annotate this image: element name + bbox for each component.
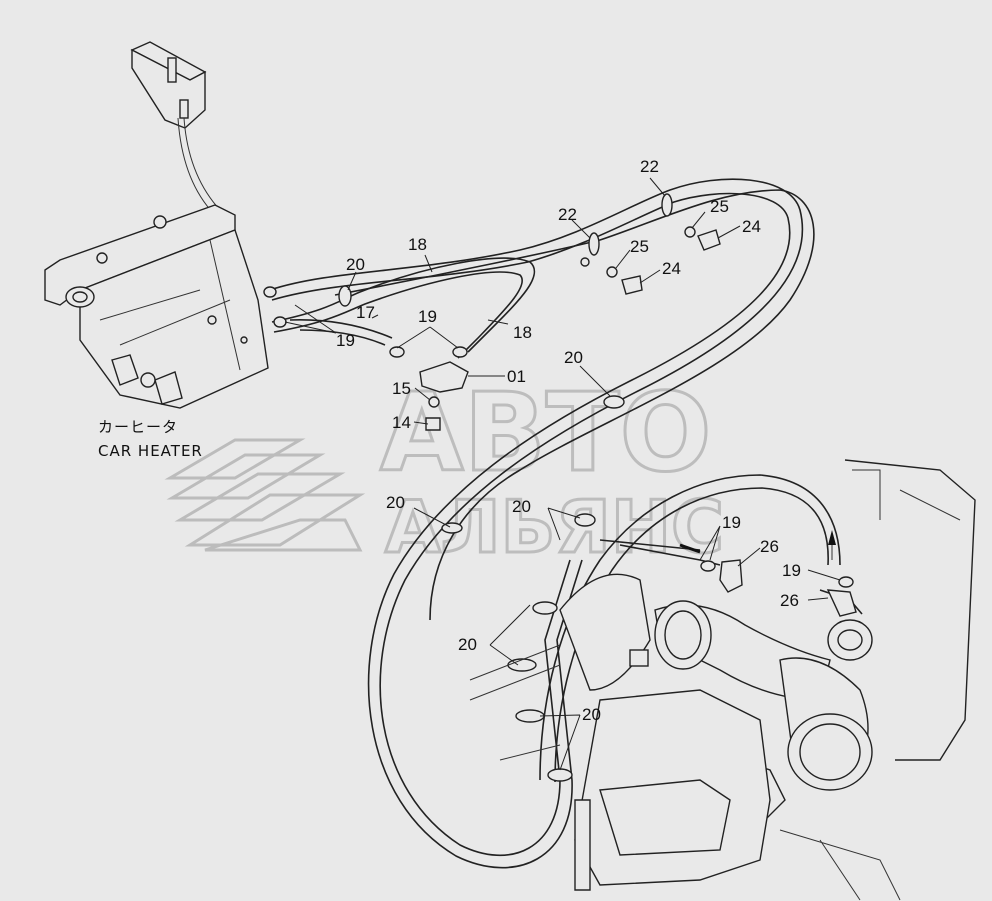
watermark-text-line1: АВТО (380, 371, 711, 496)
callout-14: 14 (392, 413, 411, 432)
callout-22-upper: 22 (640, 157, 659, 176)
callout-20-mid: 20 (564, 348, 583, 367)
callout-20-center: 20 (512, 497, 531, 516)
callout-20-bottom: 20 (582, 705, 601, 724)
callout-20-heater: 20 (346, 255, 365, 274)
callout-19-heater: 19 (336, 331, 355, 350)
callout-leaders (284, 177, 841, 771)
callout-17: 17 (356, 303, 375, 322)
callout-19-right: 19 (782, 561, 801, 580)
callout-20-left: 20 (386, 493, 405, 512)
callout-19-pair: 19 (418, 307, 437, 326)
callout-18-lower: 18 (513, 323, 532, 342)
callout-labels: 18 18 20 17 19 19 22 22 25 25 24 24 01 1… (336, 157, 801, 724)
engine-assembly (469, 459, 976, 901)
watermark-logo: АВТО АЛЬЯНС (164, 370, 725, 571)
callout-25-lower: 25 (630, 237, 649, 256)
callout-20-lower-left: 20 (458, 635, 477, 654)
callout-15: 15 (392, 379, 411, 398)
caption-japanese: カーヒータ (98, 418, 178, 436)
callout-26-upper: 26 (760, 537, 779, 556)
caption-english: CAR HEATER (98, 442, 203, 460)
callout-18-upper: 18 (408, 235, 427, 254)
callout-24-lower: 24 (662, 259, 681, 278)
car-heater-caption: カーヒータ CAR HEATER (98, 418, 203, 460)
callout-26-lower: 26 (780, 591, 799, 610)
hose-clamps (263, 193, 854, 782)
callout-24-upper: 24 (742, 217, 761, 236)
valve-and-bolts (419, 226, 857, 617)
callout-01: 01 (507, 367, 526, 386)
callout-19-engine: 19 (722, 513, 741, 532)
callout-22-lower: 22 (558, 205, 577, 224)
callout-25-upper: 25 (710, 197, 729, 216)
watermark-emblem (164, 438, 366, 552)
watermark-text-line2: АЛЬЯНС (385, 485, 724, 569)
car-heater-unit (44, 41, 269, 409)
